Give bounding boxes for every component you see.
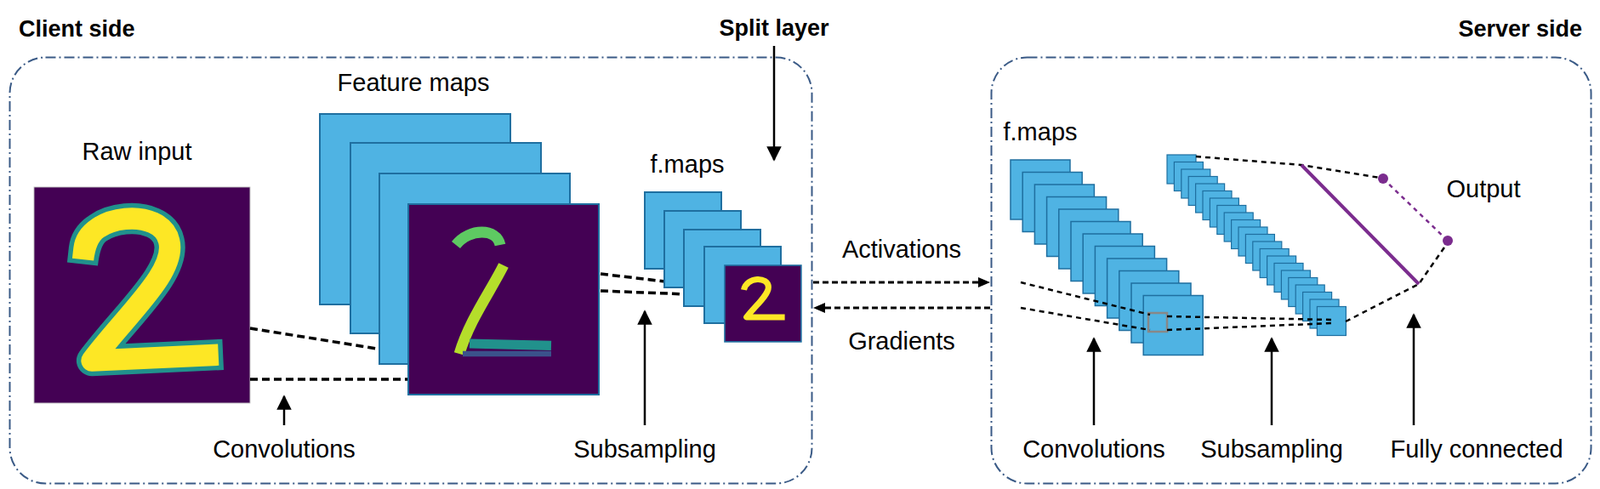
- illustration-part: [469, 343, 552, 346]
- output-neuron: [1442, 235, 1453, 246]
- region-border: [991, 57, 1592, 484]
- part-label: f.maps: [649, 150, 724, 179]
- feature-map: [1143, 296, 1203, 356]
- pointer-arrow: [773, 45, 776, 160]
- part-label: Convolutions: [212, 435, 356, 464]
- data-flow-arrow: [813, 277, 991, 288]
- arrowhead: [813, 302, 826, 314]
- illustration-part: [462, 351, 552, 357]
- illustration-part: [84, 218, 208, 361]
- edge-label: Gradients: [844, 327, 959, 356]
- edge-label: Activations: [838, 235, 965, 264]
- data-flow-arrow: [813, 302, 991, 314]
- part-label: Convolutions: [1022, 435, 1166, 464]
- arrowhead: [978, 277, 991, 288]
- fc-layer: [1301, 165, 1419, 285]
- illustration-part: [250, 377, 409, 382]
- region-heading: Client side: [18, 17, 136, 43]
- feature-map-image: [408, 204, 599, 395]
- small-feature-map-image: [724, 265, 802, 342]
- output-link: [1383, 178, 1448, 241]
- illustration-part: [1345, 244, 1447, 322]
- pointer-arrow: [283, 396, 286, 426]
- pointer-arrow: [1270, 338, 1274, 426]
- illustration-part: [743, 279, 785, 318]
- part-label: Fully connected: [1389, 435, 1563, 464]
- illustration-part: [408, 204, 599, 395]
- split-label: Split layer: [718, 15, 829, 42]
- illustration-part: [34, 187, 251, 404]
- kernel-window: [1148, 313, 1168, 332]
- part-label: Raw input: [82, 137, 193, 166]
- region-outline: [990, 56, 1593, 485]
- client-region: Client side: [8, 56, 814, 485]
- output-neuron: [1377, 173, 1389, 184]
- server-region: Server side: [990, 56, 1593, 485]
- part-label: Feature maps: [337, 68, 490, 97]
- pointer-arrow: [1093, 338, 1096, 426]
- illustration-part: [1167, 323, 1333, 331]
- illustration-part: [724, 265, 802, 342]
- region-heading: Server side: [1457, 17, 1583, 43]
- conv-stack: [1010, 159, 1203, 356]
- illustration-part: [84, 218, 208, 361]
- part-label: Subsampling: [573, 435, 717, 464]
- illustration-part: [1020, 282, 1151, 315]
- pointer-arrow: [643, 311, 647, 426]
- raw-input-image: [34, 187, 251, 404]
- illustration-part: [1195, 156, 1380, 178]
- part-label: f.maps: [1002, 118, 1077, 147]
- illustration-part: [1020, 307, 1151, 331]
- connector-line: [813, 281, 980, 285]
- illustration-part: [455, 232, 501, 245]
- feature-map: [1316, 307, 1346, 336]
- part-label: Output: [1446, 175, 1521, 204]
- projection-lines: [1020, 156, 1447, 331]
- connector-line: [823, 307, 991, 310]
- part-label: Subsampling: [1200, 435, 1344, 464]
- region-border: [10, 57, 813, 484]
- region-outline: [8, 56, 814, 485]
- pointer-arrow: [1412, 314, 1416, 426]
- illustration-part: [1167, 316, 1333, 320]
